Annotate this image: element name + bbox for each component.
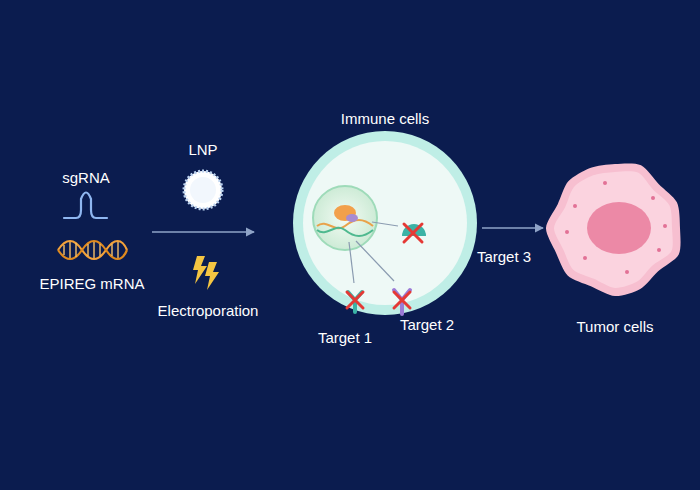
tumor-granule (651, 196, 655, 200)
nucleus (313, 186, 377, 250)
mrna-helix (58, 241, 127, 259)
tumor-cytoplasm (554, 171, 673, 288)
cytoplasm (303, 141, 467, 305)
tumor-granule (573, 204, 577, 208)
tumor-cell: Tumor cells (545, 158, 685, 336)
method-label: Electroporation (158, 302, 259, 320)
vehicle-label: LNP (188, 141, 217, 159)
lightning-icon (193, 256, 219, 290)
tumor-granule (663, 224, 667, 228)
delivery-arrow (152, 231, 254, 232)
tumor-granule (657, 248, 661, 252)
sgrna-icon (64, 193, 107, 219)
flow-arrow (482, 227, 543, 228)
node-title: Immune cells (290, 110, 480, 128)
tumor-granule (603, 181, 607, 185)
target-label: Target 1 (318, 329, 372, 347)
tumor-membrane (546, 163, 681, 296)
target-label: Target 2 (400, 316, 454, 334)
node-outline (290, 110, 480, 316)
cargo-label: sgRNA (62, 169, 110, 187)
tumor-nucleus (587, 202, 651, 254)
node-title: Tumor cells (545, 318, 685, 336)
node-outline (545, 158, 685, 336)
lnp-particle (184, 171, 222, 209)
tumor-granule (625, 270, 629, 274)
cargo-label: EPIREG mRNA (39, 275, 144, 293)
target-label: Target 3 (477, 248, 531, 266)
tumor-granule (583, 256, 587, 260)
tumor-granule (565, 230, 569, 234)
immune-cell: Immune cells (290, 110, 480, 316)
cell-membrane (293, 131, 477, 315)
